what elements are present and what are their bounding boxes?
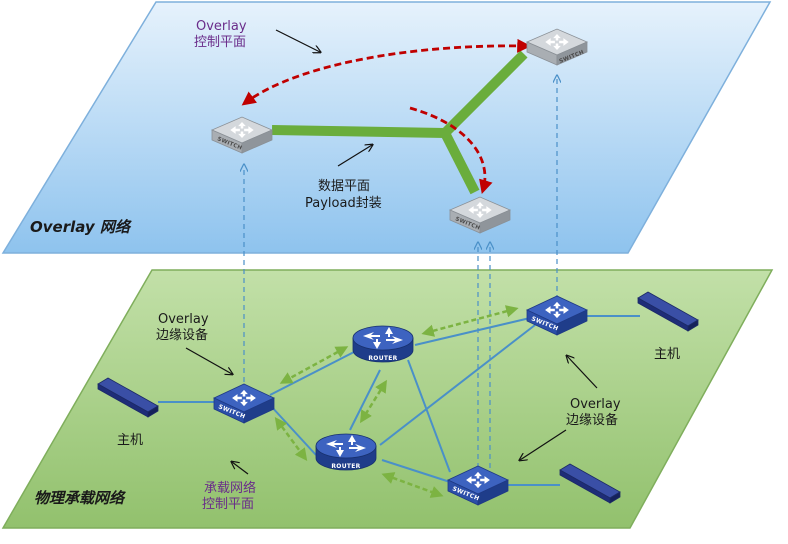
router-top[interactable]: ROUTER: [352, 325, 414, 363]
annotation-overlay-control-line1: Overlay: [196, 19, 247, 34]
host-right-top-label: 主机: [654, 347, 680, 362]
host-left[interactable]: [97, 377, 159, 418]
annotation-overlay-control-line2: 控制平面: [194, 35, 246, 50]
router-bottom-icon: [326, 435, 366, 457]
pointer-arrow: [232, 462, 249, 475]
annotation-edge-left-line2: 边缘设备: [156, 327, 208, 343]
host-left-label: 主机: [117, 433, 143, 448]
annotation-underlay-control-line1: 承载网络: [204, 480, 256, 496]
annotation-edge-right: Overlay 边缘设备: [520, 356, 621, 460]
physical-switch-left[interactable]: SWITCH: [213, 383, 275, 424]
overlay-switch-center[interactable]: SWITCH: [448, 196, 512, 234]
pointer-arrow: [520, 429, 567, 460]
annotation-edge-right-line2: 边缘设备: [566, 412, 618, 428]
pointer-arrow: [275, 29, 320, 52]
physical-switch-bottom[interactable]: SWITCH: [447, 465, 509, 506]
physical-plane: [1, 269, 774, 529]
underlay-control-arrows: [274, 305, 519, 498]
host-right-bottom[interactable]: [559, 463, 621, 504]
annotation-data-plane-line2: Payload封装: [305, 196, 382, 211]
annotation-data-plane: 数据平面 Payload封装: [305, 145, 382, 211]
tunnel-junction-bottom: [440, 130, 480, 195]
router-bottom[interactable]: ROUTER: [315, 433, 377, 471]
link-r2-sw-right: [379, 324, 536, 446]
overlay-control-arrows: [241, 38, 532, 195]
pointer-arrow: [337, 145, 372, 167]
physical-plane-label: 物理承载网络: [34, 489, 126, 507]
tunnel-left-junction: [271, 125, 446, 138]
link-r1-sw-bottom: [407, 359, 451, 473]
ctrl-arrow-sw-left-r1: [279, 346, 349, 384]
overlay-switch-left[interactable]: SWITCH: [210, 116, 274, 154]
router-tag: ROUTER: [368, 355, 397, 362]
ctrl-arrow-overlay-to-center: [409, 106, 493, 195]
annotation-data-plane-line1: 数据平面: [318, 179, 370, 194]
router-tag: ROUTER: [331, 463, 360, 470]
pointer-arrow: [567, 356, 598, 389]
pointer-arrow: [185, 347, 232, 374]
annotation-edge-left: Overlay 边缘设备: [156, 312, 232, 374]
overlay-mapping-lines: [244, 77, 557, 468]
overlay-switch-right[interactable]: SWITCH: [525, 28, 589, 66]
annotation-edge-left-line1: Overlay: [158, 312, 209, 327]
annotation-edge-right-line1: Overlay: [570, 397, 621, 412]
ctrl-arrow-r2-sw-bottom: [381, 472, 444, 498]
host-right-top[interactable]: [637, 291, 699, 332]
ctrl-arrow-r1-r2: [360, 379, 387, 424]
annotation-overlay-control: Overlay 控制平面: [194, 19, 320, 52]
router-top-icon: [363, 327, 403, 349]
annotation-underlay-control: 承载网络 控制平面: [202, 462, 256, 512]
overlay-plane-label: Overlay 网络: [30, 218, 132, 236]
annotation-underlay-control-line2: 控制平面: [202, 497, 254, 512]
